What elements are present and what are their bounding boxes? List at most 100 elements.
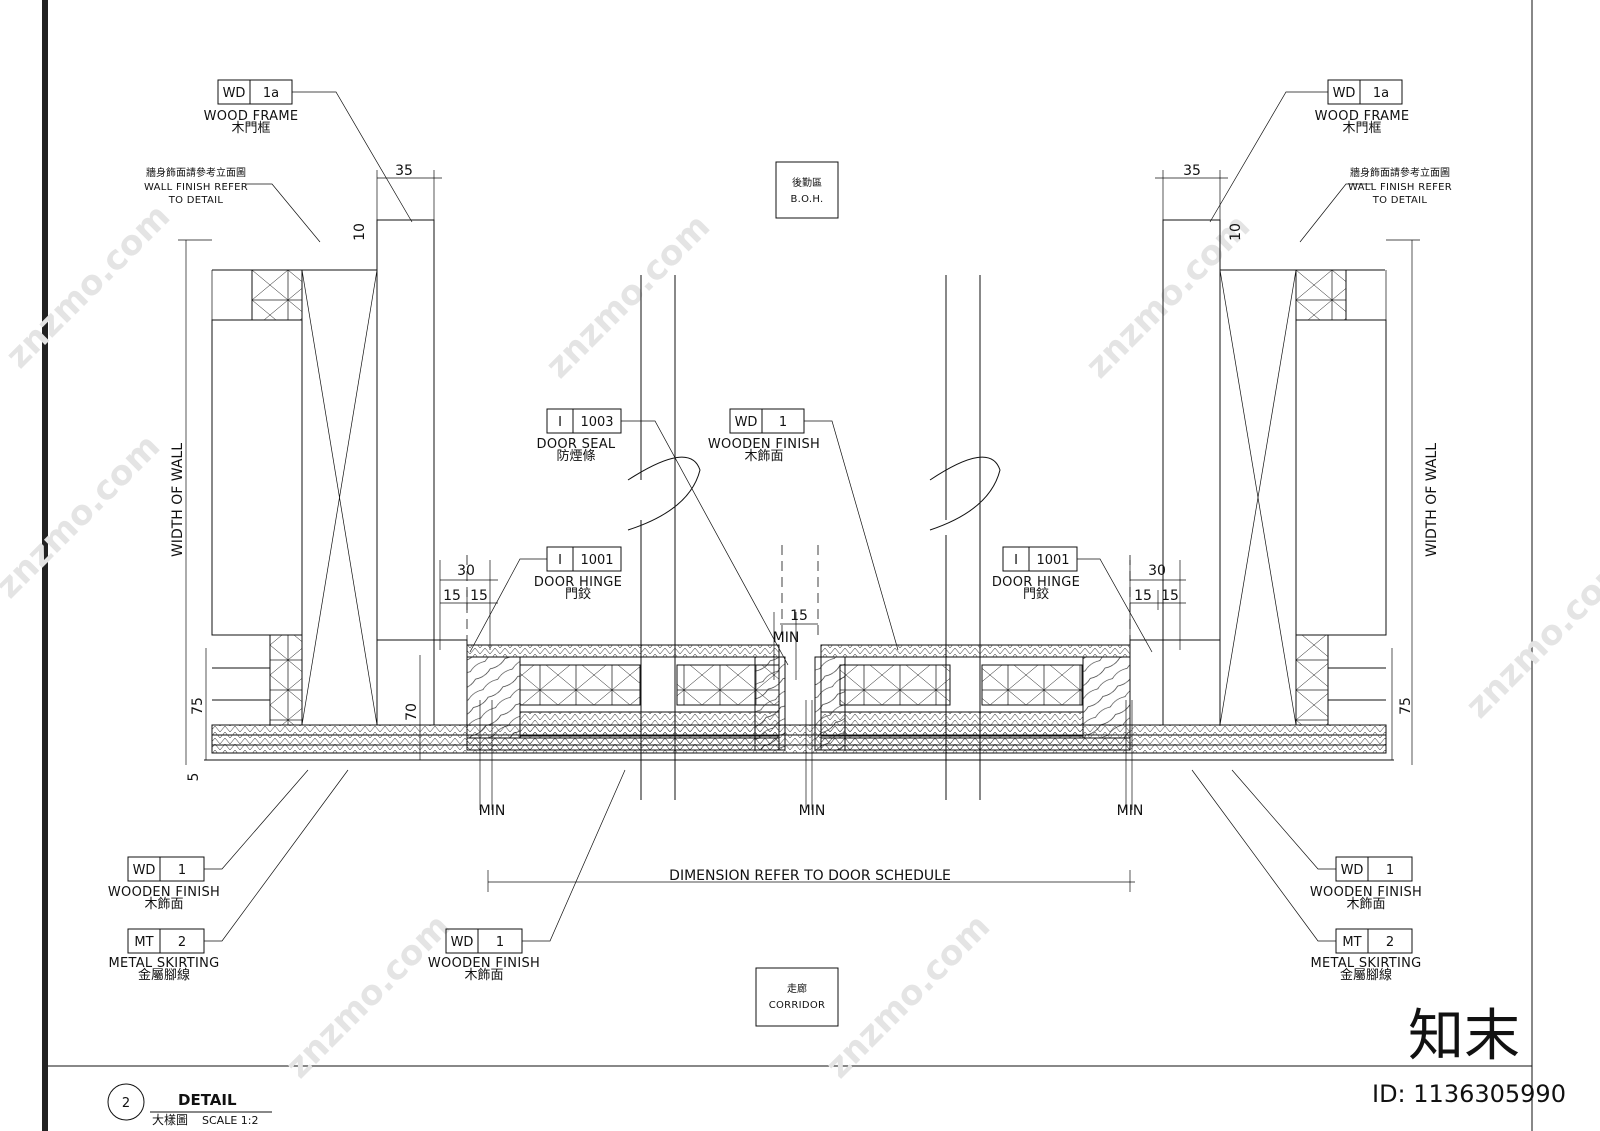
tag-caption: DOOR HINGE [534, 575, 622, 590]
tag-caption-cn: 門鉸 [1023, 586, 1049, 602]
min-label-centre: MIN [799, 803, 826, 819]
detail-title: DETAIL [178, 1091, 237, 1109]
dim-15-right-b: 15 [1161, 588, 1179, 604]
tag-num: 1a [1373, 86, 1389, 101]
tag-caption: DOOR HINGE [992, 575, 1080, 590]
room-en: B.O.H. [790, 194, 823, 205]
tag-num: 1 [178, 863, 186, 878]
note-line-2: TO DETAIL [168, 195, 224, 206]
dim-35-left: 35 [395, 163, 413, 179]
tag-num: 1001 [1036, 553, 1069, 568]
dim-10-left: 10 [352, 223, 368, 241]
min-leaders [479, 612, 1133, 810]
dim-30-left: 30 [457, 563, 475, 579]
watermark-text: znzmo.com [0, 426, 168, 606]
tag-num: 1a [263, 86, 279, 101]
tag-code: I [558, 553, 562, 568]
tag-num: 1 [496, 935, 504, 950]
note-line-1: WALL FINISH REFER [144, 182, 248, 193]
tag-caption: WOODEN FINISH [708, 437, 820, 452]
tag-code: WD [1333, 86, 1356, 101]
watermark-text: znzmo.com [0, 196, 178, 376]
room-en: CORRIDOR [769, 1000, 826, 1011]
tag-caption-cn: 木門框 [1342, 121, 1381, 136]
dimensions: 35 35 10 10 WIDTH OF WALL WIDTH OF WALL … [170, 163, 1440, 892]
tag-code: WD [1341, 863, 1364, 878]
tag-door-hinge-left: I 1001 DOOR HINGE 門鉸 [469, 546, 622, 653]
tag-caption: WOOD FRAME [204, 109, 299, 124]
room-cn: 後勤區 [792, 176, 822, 189]
tag-caption-cn: 木飾面 [1346, 897, 1385, 912]
min-label-left: MIN [479, 803, 506, 819]
watermark-text: znzmo.com [278, 906, 458, 1086]
tag-code: MT [1342, 935, 1361, 950]
tag-caption: METAL SKIRTING [108, 956, 219, 971]
tag-code: WD [735, 415, 758, 430]
tag-num: 1 [1386, 863, 1394, 878]
tag-code: WD [451, 935, 474, 950]
detail-number: 2 [122, 1096, 130, 1111]
note-wall-finish-right: 牆身飾面請參考立面圖 WALL FINISH REFER TO DETAIL [1299, 166, 1452, 243]
dim-15-centre: 15 [790, 608, 808, 624]
note-cn: 牆身飾面請參考立面圖 [1350, 166, 1450, 179]
note-wall-finish-left: 牆身飾面請參考立面圖 WALL FINISH REFER TO DETAIL [144, 166, 321, 243]
tag-caption-cn: 木門框 [231, 121, 270, 136]
tag-metal-skirting-right: MT 2 METAL SKIRTING 金屬腳線 [1191, 769, 1421, 983]
tag-door-hinge-right: I 1001 DOOR HINGE 門鉸 [992, 546, 1153, 653]
tag-caption-cn: 木飾面 [464, 968, 503, 983]
tag-caption: DOOR SEAL [537, 437, 616, 452]
room-cn: 走廊 [787, 982, 807, 995]
tag-code: WD [133, 863, 156, 878]
detail-scale: SCALE 1:2 [202, 1114, 258, 1127]
watermark-text: znzmo.com [538, 206, 718, 386]
tag-wooden-finish-bottom-left: WD 1 WOODEN FINISH 木飾面 [108, 769, 309, 912]
dim-75-right: 75 [1398, 697, 1414, 715]
note-cn: 牆身飾面請參考立面圖 [146, 166, 246, 179]
dim-75-left: 75 [190, 697, 206, 715]
dim-15-left-a: 15 [443, 588, 461, 604]
finish-strip [204, 724, 1394, 761]
tag-num: 2 [1386, 935, 1394, 950]
tag-door-seal: I 1003 DOOR SEAL 防煙條 [537, 408, 789, 666]
break-lines [627, 275, 1001, 800]
tag-caption-cn: 金屬腳線 [1340, 967, 1392, 983]
tag-num: 1 [779, 415, 787, 430]
detail-title-cn: 大樣圖 [152, 1112, 188, 1127]
note-line-1: WALL FINISH REFER [1348, 182, 1452, 193]
tag-wood-frame-right: WD 1a WOOD FRAME 木門框 [1209, 79, 1410, 223]
note-line-2: TO DETAIL [1372, 195, 1428, 206]
tag-caption: METAL SKIRTING [1310, 956, 1421, 971]
watermark-text: znzmo.com [1458, 546, 1600, 726]
min-label-right: MIN [1117, 803, 1144, 819]
sheet-border [42, 0, 1533, 1131]
tag-caption-cn: 門鉸 [565, 586, 591, 602]
door-leaf-left [466, 644, 786, 751]
tag-caption-cn: 木飾面 [744, 449, 783, 464]
tag-code: I [1014, 553, 1018, 568]
dim-70: 70 [404, 703, 420, 721]
tag-num: 1003 [580, 415, 613, 430]
dim-10-right: 10 [1228, 223, 1244, 241]
room-boh: 後勤區 B.O.H. [775, 161, 839, 219]
brand-watermark: 知末 ID: 1136305990 [1372, 1004, 1566, 1108]
room-corridor: 走廊 CORRIDOR [755, 967, 839, 1027]
tag-code: I [558, 415, 562, 430]
door-schedule-dimension: DIMENSION REFER TO DOOR SCHEDULE [669, 868, 951, 884]
left-jamb [211, 219, 468, 726]
door-leaf-right [814, 644, 1131, 751]
tag-caption-cn: 金屬腳線 [138, 967, 190, 983]
min-label-top: MIN [773, 630, 800, 646]
dim-15-left-b: 15 [470, 588, 488, 604]
tag-wooden-finish-bottom-centre: WD 1 WOODEN FINISH 木飾面 [428, 769, 626, 983]
tag-wooden-finish-bottom-right: WD 1 WOODEN FINISH 木飾面 [1231, 769, 1422, 912]
tag-caption: WOODEN FINISH [428, 956, 540, 971]
tag-code: MT [134, 935, 153, 950]
tag-wooden-finish-top: WD 1 WOODEN FINISH 木飾面 [708, 408, 899, 651]
tag-metal-skirting-left: MT 2 METAL SKIRTING 金屬腳線 [108, 769, 349, 983]
watermark-text: znzmo.com [818, 906, 998, 1086]
brand-logo: 知末 [1408, 1004, 1520, 1069]
tag-num: 1001 [580, 553, 613, 568]
tag-caption: WOOD FRAME [1315, 109, 1410, 124]
tag-caption-cn: 木飾面 [144, 897, 183, 912]
